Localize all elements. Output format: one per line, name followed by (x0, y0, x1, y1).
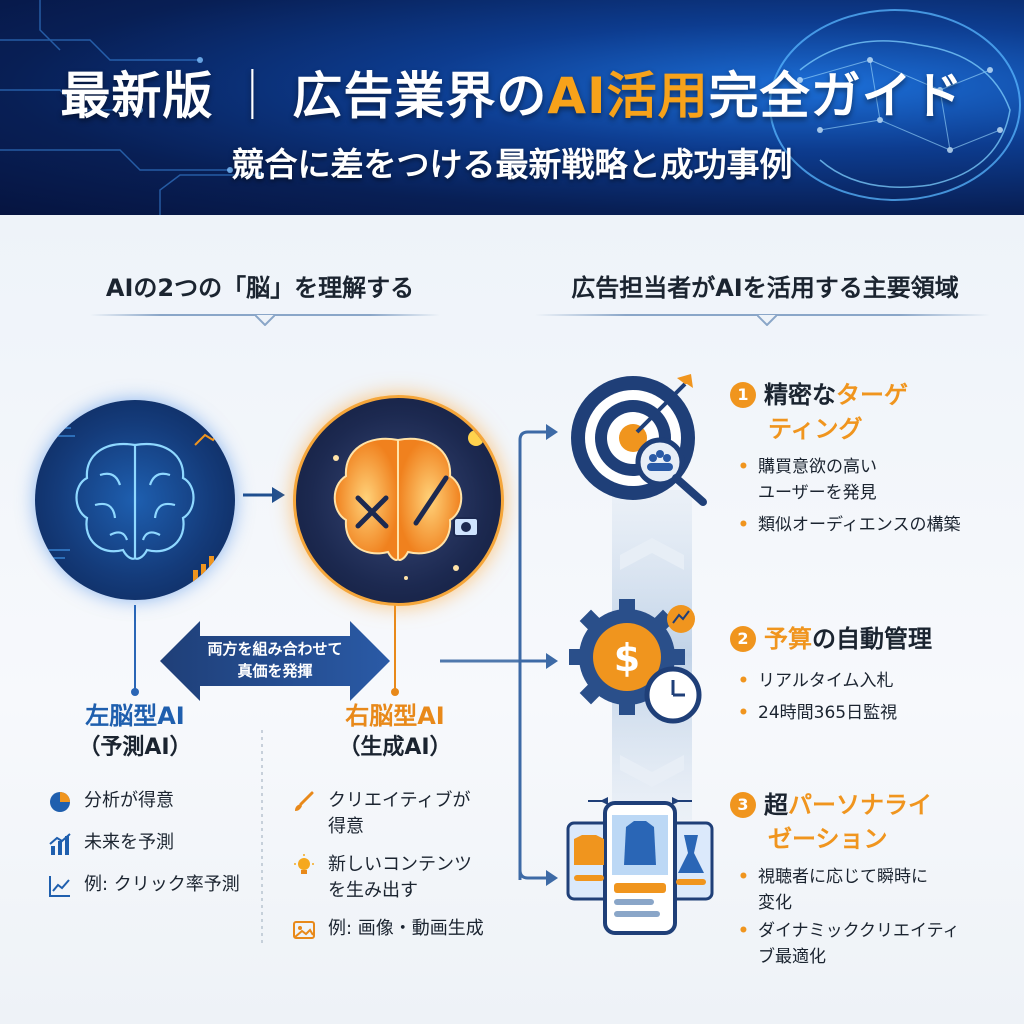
creative-brain-icon (333, 430, 484, 580)
right-heading-notch (757, 314, 777, 326)
combine-banner-text: 両方を組み合わせて 真価を発揮 (207, 640, 343, 680)
right-brain-title: 右脳型AI （生成AI） (338, 702, 452, 760)
left-section-heading: AIの2つの「脳」を理解する (105, 274, 415, 302)
right-feature-1: クリエイティブが 得意 (292, 788, 502, 842)
left-feature-1: 分析が得意 (48, 788, 248, 816)
right-feature-2: 新しいコンテンツ を生み出す (292, 852, 502, 906)
svg-text:$: $ (614, 636, 640, 680)
left-brain-circle (35, 400, 235, 600)
image-icon (293, 921, 315, 939)
target-arrow-icon (571, 374, 707, 506)
main-content (0, 215, 1024, 1024)
brain-network-graphic (769, 9, 1021, 201)
combine-banner-arrow (160, 621, 390, 701)
page-subtitle: 競合に差をつける最新戦略と成功事例 (231, 145, 793, 184)
right-section-heading: 広告担当者がAIを活用する主要領域 (571, 274, 959, 302)
area-2-bullet-2: •24時間365日監視 (738, 703, 898, 723)
right-brain-circle (293, 395, 504, 606)
line-chart-icon (49, 876, 70, 897)
area-3-bullet-2: •ダイナミッククリエイティブ最適化 (738, 921, 960, 967)
left-heading-notch (255, 314, 275, 326)
pie-chart-icon (50, 792, 70, 812)
area-2-bullet-1: •リアルタイム入札 (738, 671, 894, 691)
brain-icon (45, 419, 224, 582)
header-banner: 最新版｜広告業界のAI活用完全ガイド 競合に差をつける最新戦略と成功事例 (0, 0, 1024, 215)
area-1-bullet-2: •類似オーディエンスの構築 (738, 515, 961, 535)
right-feature-3: 例: 画像・動画生成 (292, 916, 507, 944)
page-title: 最新版｜広告業界のAI活用完全ガイド (60, 67, 964, 125)
bulb-icon (294, 854, 314, 874)
area-1-bullet-1: •購買意欲の高いユーザーを発見 (738, 457, 877, 503)
left-brain-title: 左脳型AI （予測AI） (78, 702, 192, 760)
brush-icon (295, 791, 314, 811)
left-feature-3: 例: クリック率予測 (48, 872, 258, 900)
circuit-background (0, 0, 1021, 215)
bar-chart-icon (49, 833, 71, 855)
left-feature-2: 未来を予測 (48, 830, 248, 858)
phone-cards-icon (566, 797, 714, 935)
area-3-bullet-1: •視聴者に応じて瞬時に変化 (738, 867, 928, 913)
gear-dollar-icon: $ (569, 599, 702, 724)
